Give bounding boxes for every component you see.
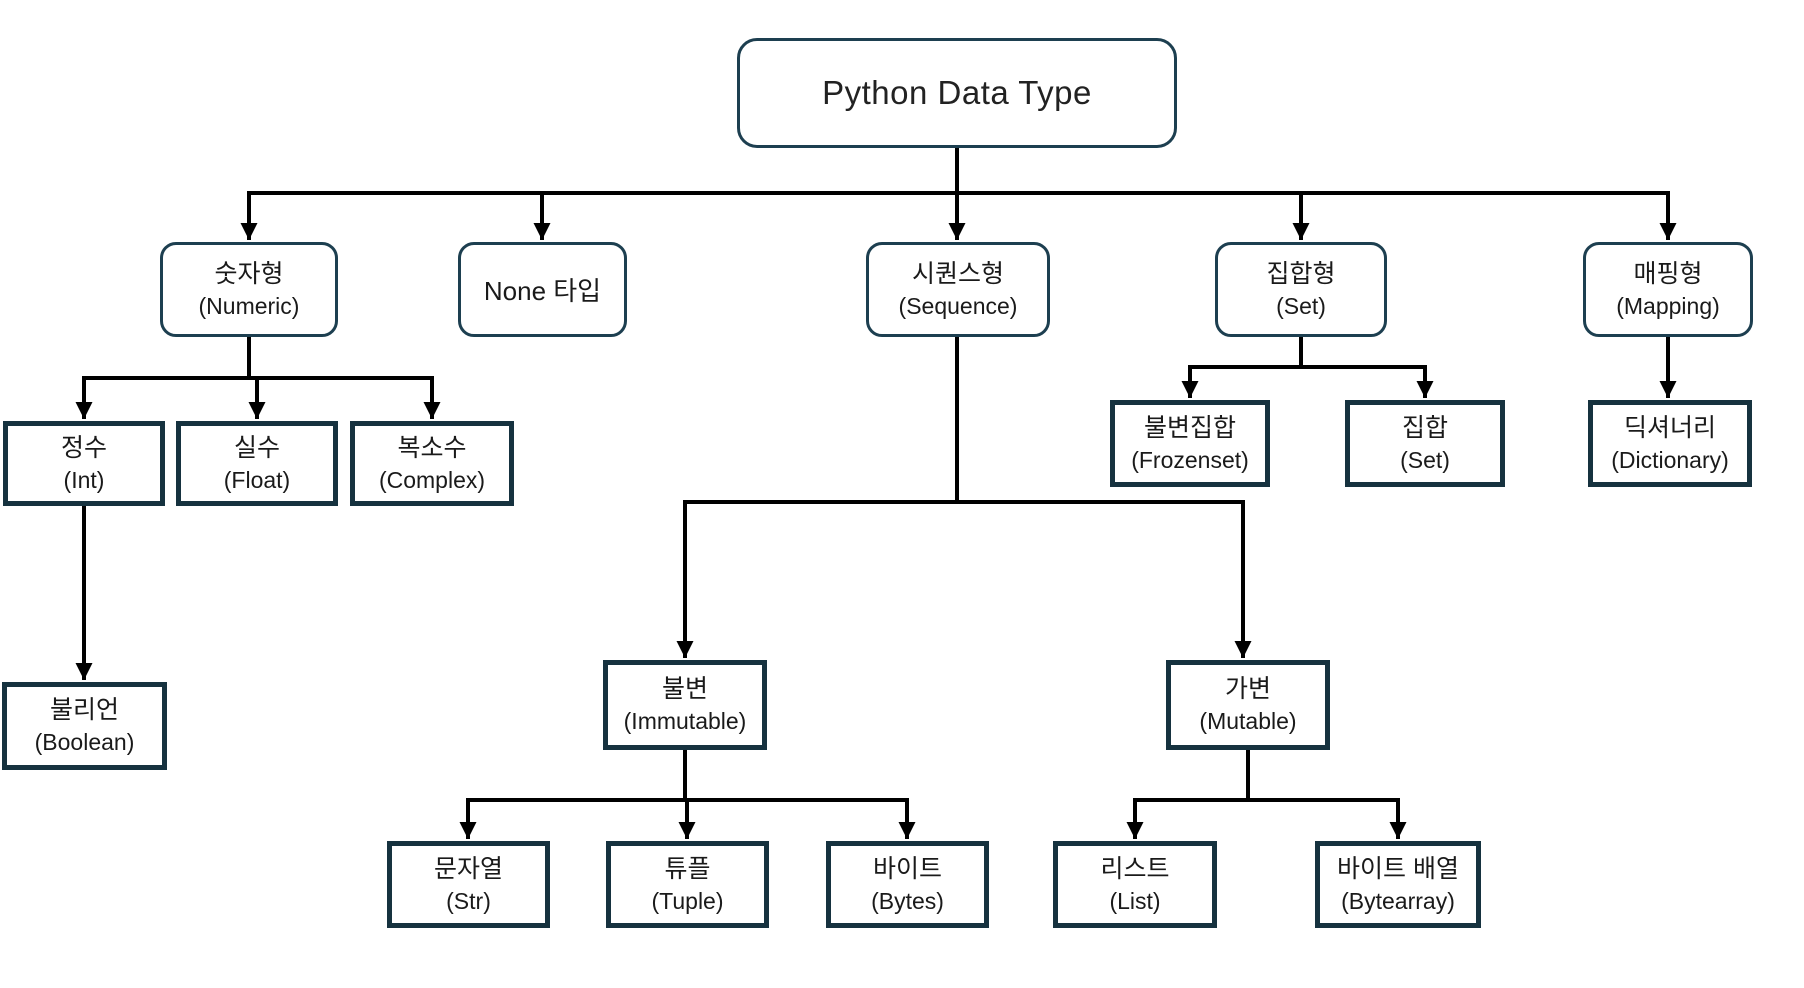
node-immutable: 불변 (Immutable) (603, 660, 767, 750)
node-root: Python Data Type (737, 38, 1177, 148)
node-set-label-en: (Set) (1276, 292, 1326, 319)
node-set-child: 집합 (Set) (1345, 400, 1505, 487)
node-str-label-ko: 문자열 (433, 854, 503, 883)
node-set-child-label-en: (Set) (1400, 446, 1450, 473)
node-frozenset-label-en: (Frozenset) (1131, 446, 1249, 473)
node-bytes-label-ko: 바이트 (872, 854, 942, 883)
node-tuple-label-ko: 튜플 (664, 854, 711, 883)
node-immutable-label-en: (Immutable) (623, 708, 747, 735)
node-int: 정수 (Int) (3, 421, 165, 506)
node-boolean-label-en: (Boolean) (34, 729, 135, 756)
node-mutable: 가변 (Mutable) (1166, 660, 1330, 750)
node-dictionary-label-ko: 딕셔너리 (1623, 413, 1716, 442)
node-none-type: None 타입 (458, 242, 627, 337)
node-set-label-ko: 집합형 (1266, 259, 1336, 288)
node-complex-label-ko: 복소수 (397, 433, 467, 462)
node-bytearray-label-ko: 바이트 배열 (1337, 854, 1459, 883)
node-set-child-label-ko: 집합 (1401, 413, 1448, 442)
node-dictionary-label-en: (Dictionary) (1611, 446, 1729, 473)
node-mapping-label-ko: 매핑형 (1633, 259, 1703, 288)
node-bytearray: 바이트 배열 (Bytearray) (1315, 841, 1481, 928)
node-float-label-en: (Float) (223, 466, 291, 493)
node-mutable-label-ko: 가변 (1224, 675, 1271, 704)
node-bytearray-label-en: (Bytearray) (1341, 887, 1455, 914)
node-bytes-label-en: (Bytes) (871, 887, 944, 914)
node-frozenset-label-ko: 불변집합 (1143, 413, 1236, 442)
node-mapping-label-en: (Mapping) (1616, 292, 1720, 319)
node-sequence-label-ko: 시퀀스형 (911, 259, 1004, 288)
node-list-label-en: (List) (1109, 887, 1161, 914)
node-tuple: 튜플 (Tuple) (606, 841, 769, 928)
node-bytes: 바이트 (Bytes) (826, 841, 989, 928)
node-int-label-ko: 정수 (60, 433, 107, 462)
node-complex-label-en: (Complex) (378, 466, 486, 493)
node-numeric: 숫자형 (Numeric) (160, 242, 338, 337)
node-root-label: Python Data Type (822, 74, 1092, 111)
node-frozenset: 불변집합 (Frozenset) (1110, 400, 1270, 487)
node-sequence: 시퀀스형 (Sequence) (866, 242, 1050, 337)
node-mapping: 매핑형 (Mapping) (1583, 242, 1753, 337)
node-boolean: 불리언 (Boolean) (2, 682, 167, 770)
node-list-label-ko: 리스트 (1100, 854, 1170, 883)
node-list: 리스트 (List) (1053, 841, 1217, 928)
node-str: 문자열 (Str) (387, 841, 550, 928)
node-float-label-ko: 실수 (233, 433, 280, 462)
node-immutable-label-ko: 불변 (661, 675, 708, 704)
node-none-type-label: None 타입 (483, 276, 602, 306)
node-str-label-en: (Str) (446, 887, 491, 914)
node-numeric-label-en: (Numeric) (198, 292, 300, 319)
node-sequence-label-en: (Sequence) (898, 292, 1018, 319)
node-dictionary: 딕셔너리 (Dictionary) (1588, 400, 1752, 487)
node-tuple-label-en: (Tuple) (651, 887, 724, 914)
node-float: 실수 (Float) (176, 421, 338, 506)
node-int-label-en: (Int) (63, 466, 105, 493)
node-set: 집합형 (Set) (1215, 242, 1387, 337)
node-complex: 복소수 (Complex) (350, 421, 514, 506)
node-mutable-label-en: (Mutable) (1199, 708, 1297, 735)
node-numeric-label-ko: 숫자형 (214, 259, 284, 288)
node-boolean-label-ko: 불리언 (49, 696, 119, 725)
